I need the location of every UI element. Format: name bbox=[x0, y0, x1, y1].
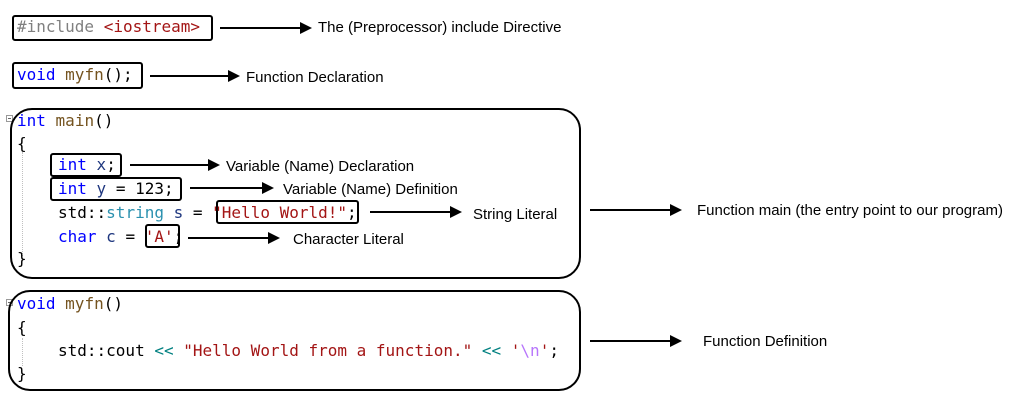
c-variable: c bbox=[106, 227, 116, 246]
character-literal-label: Character Literal bbox=[293, 231, 404, 248]
newline-char-open: ' bbox=[510, 341, 521, 360]
string-type: string bbox=[106, 203, 164, 222]
include-highlight-box bbox=[12, 15, 213, 41]
declaration-arrow bbox=[150, 70, 240, 82]
s-semicolon: ; bbox=[347, 203, 357, 222]
include-label: The (Preprocessor) include Directive bbox=[318, 19, 562, 36]
cout-semicolon: ; bbox=[549, 341, 559, 360]
cout-line-code: std::cout << "Hello World from a functio… bbox=[58, 341, 559, 361]
main-close-brace: } bbox=[17, 249, 27, 268]
cout-namespace: std::cout bbox=[58, 341, 145, 360]
main-int-keyword: int bbox=[17, 111, 46, 130]
main-indent-guide bbox=[22, 152, 23, 256]
definition-void-keyword: void bbox=[17, 294, 56, 313]
string-literal-arrow bbox=[370, 206, 462, 218]
cout-string-literal: "Hello World from a function." bbox=[183, 341, 473, 360]
variable-declaration-box bbox=[50, 153, 122, 177]
x-variable: x bbox=[96, 155, 107, 174]
definition-highlight-box bbox=[8, 290, 581, 391]
declaration-function-name: myfn bbox=[65, 65, 104, 84]
newline-escape: \n bbox=[520, 341, 540, 360]
s-variable: s bbox=[173, 203, 184, 222]
variable-definition-box bbox=[50, 177, 182, 201]
char-keyword: char bbox=[58, 227, 97, 246]
main-signature: int main() bbox=[17, 111, 113, 131]
string-literal-box bbox=[216, 200, 359, 224]
include-arrow bbox=[220, 22, 312, 34]
y-assignment: = 123; bbox=[106, 179, 174, 198]
string-literal: "Hello World!" bbox=[212, 203, 348, 222]
string-line-code: std::string s = "Hello World!"; bbox=[58, 203, 357, 223]
c-equals: = bbox=[115, 227, 145, 246]
newline-char-close: ' bbox=[539, 341, 550, 360]
include-directive-code: #include <iostream> bbox=[17, 17, 200, 37]
definition-function-name: myfn bbox=[65, 294, 104, 313]
definition-parens: () bbox=[103, 294, 123, 313]
variable-declaration-code: int x; bbox=[58, 155, 116, 175]
variable-definition-arrow bbox=[190, 182, 274, 194]
stream-operator-2: << bbox=[481, 341, 502, 360]
variable-declaration-label: Variable (Name) Declaration bbox=[226, 158, 415, 175]
c-semicolon: ; bbox=[173, 227, 184, 246]
main-label: Function main (the entry point to our pr… bbox=[697, 202, 1003, 219]
definition-signature: void myfn() bbox=[17, 294, 123, 314]
y-variable: y bbox=[96, 179, 107, 198]
main-highlight-box bbox=[10, 108, 581, 279]
definition-indent-guide bbox=[22, 338, 23, 366]
definition-close-brace: } bbox=[17, 364, 27, 383]
variable-declaration-arrow bbox=[130, 159, 220, 171]
declaration-void-keyword: void bbox=[17, 65, 56, 84]
y-int-keyword: int bbox=[58, 179, 87, 198]
character-literal: 'A' bbox=[144, 227, 174, 246]
string-literal-label: String Literal bbox=[473, 206, 558, 223]
x-semicolon: ; bbox=[106, 155, 116, 174]
s-equals: = bbox=[183, 203, 213, 222]
main-function-name: main bbox=[55, 111, 95, 130]
declaration-label: Function Declaration bbox=[246, 69, 384, 86]
character-literal-arrow bbox=[188, 232, 280, 244]
include-header: <iostream> bbox=[103, 17, 201, 36]
char-line-code: char c = 'A'; bbox=[58, 227, 183, 247]
variable-definition-label: Variable (Name) Definition bbox=[283, 181, 458, 198]
declaration-code: void myfn(); bbox=[17, 65, 133, 85]
include-keyword: #include bbox=[17, 17, 95, 36]
declaration-highlight-box bbox=[12, 62, 143, 89]
main-arrow bbox=[590, 204, 682, 216]
character-literal-box bbox=[145, 224, 180, 248]
main-open-brace: { bbox=[17, 134, 27, 153]
declaration-parens: (); bbox=[103, 65, 133, 84]
stream-operator-1: << bbox=[154, 341, 174, 360]
definition-label: Function Definition bbox=[703, 333, 828, 350]
definition-arrow bbox=[590, 335, 682, 347]
definition-open-brace: { bbox=[17, 318, 27, 337]
main-parens: () bbox=[94, 111, 114, 130]
x-int-keyword: int bbox=[58, 155, 87, 174]
std-namespace: std:: bbox=[58, 203, 107, 222]
variable-definition-code: int y = 123; bbox=[58, 179, 174, 199]
